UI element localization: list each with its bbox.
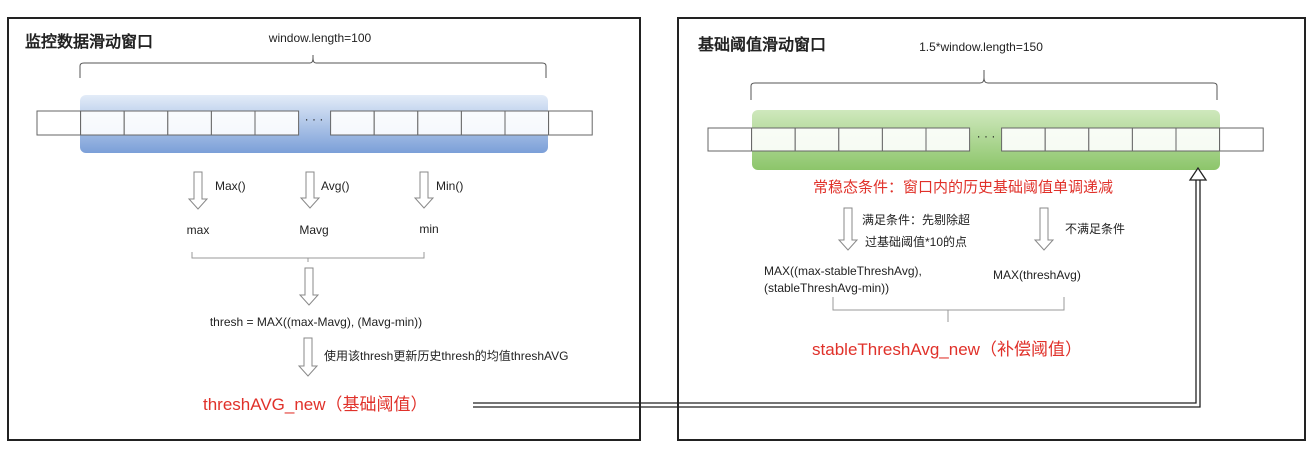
window-brace <box>750 70 1218 100</box>
left-panel-title: 监控数据滑动窗口 <box>25 34 154 51</box>
branch-yes-label-2: 过基础阈值*10的点 <box>865 235 968 249</box>
op-avg: Avg() <box>321 179 350 193</box>
down-arrow-icon <box>837 207 859 251</box>
data-cell <box>794 127 840 152</box>
steady-state-condition: 常稳态条件：窗口内的历史基础阈值单调递减 <box>812 179 1114 196</box>
window-length-label: window.length=100 <box>268 31 372 45</box>
data-cell <box>1044 127 1090 152</box>
merge-brace <box>832 297 1065 322</box>
data-cell <box>1131 127 1177 152</box>
down-arrow-icon <box>298 267 320 306</box>
merge-brace <box>191 252 425 262</box>
window-length-label: 1.5*window.length=150 <box>919 40 1043 54</box>
compensation-threshold-result: stableThreshAvg_new（补偿阈值） <box>812 340 1082 359</box>
op-min: Min() <box>436 179 464 193</box>
data-cell <box>373 110 419 136</box>
data-cell <box>1088 127 1133 152</box>
formula-yes: MAX((max-stableThreshAvg), <box>764 264 922 278</box>
branch-yes-label: 满足条件：先剔除超 <box>862 213 971 227</box>
down-arrow-icon <box>187 171 209 210</box>
data-cell <box>881 127 927 152</box>
data-cell <box>123 110 169 136</box>
data-cell <box>838 127 883 152</box>
ellipsis: · · · <box>304 112 324 126</box>
connector-arrowhead <box>1188 166 1208 181</box>
data-cells <box>36 110 593 136</box>
data-cell <box>707 127 753 152</box>
down-arrow-icon <box>1033 207 1055 251</box>
left-panel-border <box>7 17 641 441</box>
update-note: 使用该thresh更新历史thresh的均值threshAVG <box>324 349 569 363</box>
data-cell <box>504 110 550 136</box>
data-cell <box>417 110 462 136</box>
data-cell <box>36 110 82 136</box>
right-panel-title: 基础阈值滑动窗口 <box>698 37 827 54</box>
down-arrow-icon <box>299 171 321 209</box>
formula-yes-2: (stableThreshAvg-min)) <box>764 281 890 295</box>
data-cell <box>460 110 506 136</box>
down-arrow-icon <box>297 337 319 377</box>
base-threshold-result: threshAVG_new（基础阈值） <box>203 395 428 414</box>
data-cell <box>210 110 256 136</box>
right-panel-border <box>677 17 1306 441</box>
value-max: max <box>186 223 210 237</box>
branch-no-label: 不满足条件 <box>1065 222 1126 236</box>
flow-arrows <box>187 171 1055 377</box>
feedback-connector <box>473 176 1201 408</box>
op-max: Max() <box>215 179 246 193</box>
value-mavg: Mavg <box>299 223 329 237</box>
data-cell <box>330 110 375 136</box>
data-cell <box>254 110 300 136</box>
value-min: min <box>419 222 439 236</box>
data-cell <box>1219 127 1264 152</box>
ellipsis: · · · <box>976 129 996 143</box>
down-arrow-icon <box>413 171 435 209</box>
data-cell <box>925 127 971 152</box>
data-cell <box>751 127 796 152</box>
data-cell <box>548 110 593 136</box>
data-cell <box>1001 127 1046 152</box>
data-cells <box>707 127 1264 152</box>
formula-no: MAX(threshAvg) <box>993 268 1081 282</box>
data-cell <box>167 110 212 136</box>
thresh-formula: thresh = MAX((max-Mavg), (Mavg-min)) <box>209 315 423 329</box>
data-cell <box>1175 127 1221 152</box>
sliding-window-highlight <box>80 95 548 153</box>
sliding-window-highlight <box>752 110 1220 170</box>
data-cell <box>80 110 125 136</box>
window-brace <box>79 55 547 78</box>
